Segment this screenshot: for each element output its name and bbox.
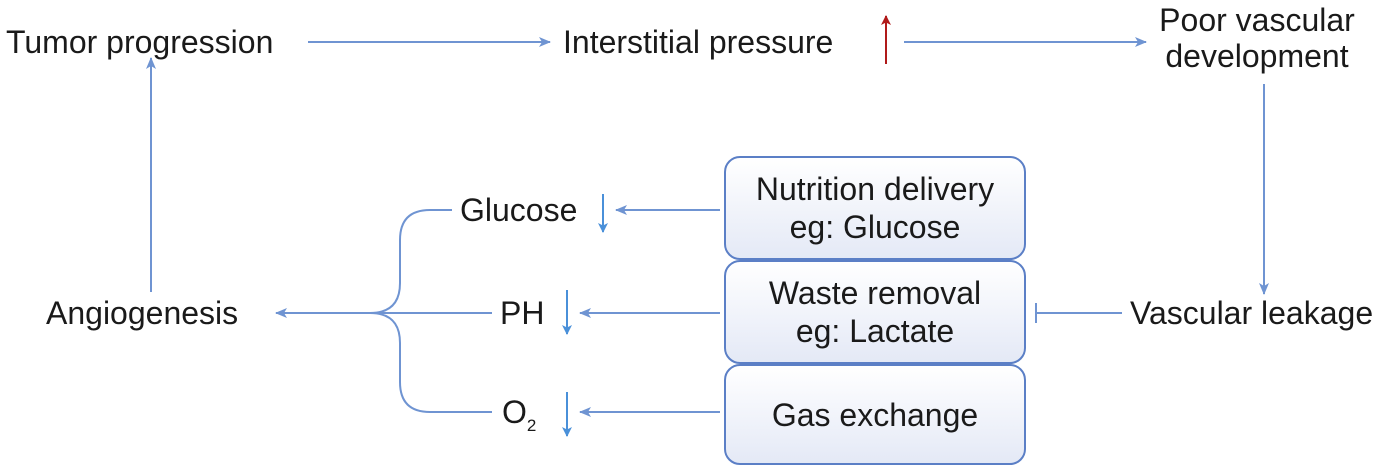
nutrition-line1: Nutrition delivery bbox=[755, 171, 995, 207]
box-gas-exchange: Gas exchange bbox=[724, 364, 1026, 465]
bracket-glucose-branch bbox=[369, 209, 452, 314]
o2-main: O bbox=[502, 394, 527, 430]
node-interstitial-pressure: Interstitial pressure bbox=[563, 24, 834, 60]
waste-line2: eg: Lactate bbox=[795, 313, 955, 349]
nutrition-line2: eg: Glucose bbox=[789, 209, 961, 245]
poor-vascular-line1: Poor vascular bbox=[1159, 2, 1355, 38]
node-poor-vascular-development: Poor vascular development bbox=[1134, 2, 1380, 74]
box-nutrition-delivery: Nutrition delivery eg: Glucose bbox=[724, 156, 1026, 260]
node-tumor-progression: Tumor progression bbox=[6, 24, 274, 60]
gas-line: Gas exchange bbox=[771, 396, 979, 433]
node-ph: PH bbox=[500, 295, 545, 331]
node-o2: O2 bbox=[502, 394, 536, 444]
o2-subscript: 2 bbox=[526, 416, 537, 435]
node-angiogenesis: Angiogenesis bbox=[46, 295, 239, 331]
box-waste-removal: Waste removal eg: Lactate bbox=[724, 260, 1026, 364]
node-glucose: Glucose bbox=[460, 192, 578, 228]
node-vascular-leakage: Vascular leakage bbox=[1130, 295, 1374, 331]
poor-vascular-line2: development bbox=[1165, 38, 1349, 74]
waste-line1: Waste removal bbox=[768, 275, 982, 311]
bracket-o2-branch bbox=[369, 312, 492, 413]
